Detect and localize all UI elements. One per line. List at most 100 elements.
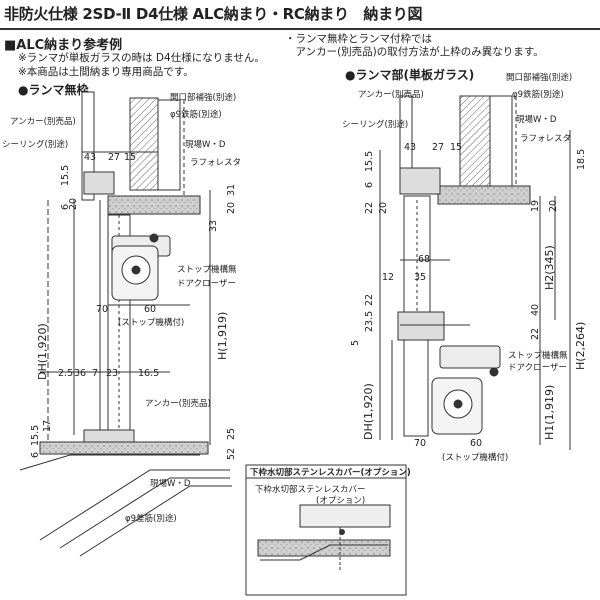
right-dim-23-5: 23.5 bbox=[364, 311, 375, 332]
left-floor-line bbox=[19, 454, 200, 471]
left-label-anchor-bottom: アンカー(別売品) bbox=[145, 398, 211, 409]
left-label-sealing: シーリング(別途) bbox=[2, 139, 68, 150]
right-label-dh: DH(1,920) bbox=[362, 383, 375, 440]
left-head-slab bbox=[107, 195, 201, 215]
section-heading: ■ALC納まり参考例 bbox=[4, 38, 123, 53]
right-label-h1: H1(1,919) bbox=[543, 385, 556, 440]
option-caption-1: 下枠水切部ステンレスカバー bbox=[255, 484, 366, 495]
right-label-rebar: φ9鉄筋(別途) bbox=[512, 89, 564, 100]
left-drawing bbox=[19, 91, 232, 557]
subheading-transom: ●ランマ部(単板ガラス) bbox=[345, 68, 475, 82]
left-head-frame bbox=[83, 171, 115, 195]
left-dim-7: 7 bbox=[92, 368, 98, 379]
left-dim-15-5b: 15.5 bbox=[30, 425, 41, 446]
left-label-diff-rebar: φ9差筋(別途) bbox=[125, 513, 177, 524]
right-dim-19: 19 bbox=[530, 200, 541, 212]
left-dim-6b: 6 bbox=[30, 452, 41, 458]
left-dim-36: 36 bbox=[74, 368, 86, 379]
left-dim-15-5: 15.5 bbox=[60, 165, 71, 186]
title-underline bbox=[0, 28, 600, 30]
left-dim-60: 60 bbox=[144, 304, 156, 315]
right-label-opening-reinforce: 開口部補強(別途) bbox=[506, 72, 572, 83]
right-dim-35: 35 bbox=[414, 272, 426, 283]
note-right-2: アンカー(別売品)の取付方法が上枠のみ異なります。 bbox=[285, 46, 544, 58]
left-dim-17: 17 bbox=[42, 420, 53, 432]
left-label-h: H(1,919) bbox=[216, 312, 229, 360]
left-dim-6: 6 bbox=[60, 204, 71, 210]
left-alc-wall bbox=[129, 97, 159, 191]
left-dim-33: 33 bbox=[208, 220, 219, 232]
option-cover-part bbox=[299, 504, 391, 528]
left-label-stop-closer: ストップ機構無 bbox=[177, 264, 237, 275]
right-dim-22: 22 bbox=[364, 202, 375, 214]
left-label-opening-reinforce: 開口部補強(別途) bbox=[170, 92, 236, 103]
left-label-rebar: φ9鉄筋(別途) bbox=[170, 109, 222, 120]
right-label-sealing: シーリング(別途) bbox=[342, 119, 408, 130]
left-dim-23: 23 bbox=[106, 368, 118, 379]
right-dim-5: 5 bbox=[350, 340, 361, 346]
left-label-door-closer: ドアクローザー bbox=[177, 279, 236, 289]
option-caption-2: (オプション) bbox=[316, 496, 365, 506]
right-door-leaf bbox=[403, 339, 429, 437]
right-head-frame bbox=[399, 167, 441, 195]
left-label-stop-mech: (ストップ機構付) bbox=[118, 317, 184, 328]
right-label-lafore: ラフォレスタ bbox=[520, 134, 571, 144]
note-single-glass: ※ランマが単板ガラスの時は D4仕様になりません。 bbox=[18, 52, 265, 64]
left-label-site-wd: 現場W・D bbox=[185, 139, 226, 150]
option-box bbox=[245, 464, 407, 596]
right-label-stop-closer: ストップ機構無 bbox=[508, 350, 568, 361]
right-dim-22c: 22 bbox=[530, 328, 541, 340]
left-label-lafore: ラフォレスタ bbox=[190, 158, 241, 168]
left-stair-line bbox=[39, 469, 230, 541]
right-dim-6: 6 bbox=[364, 182, 375, 188]
right-dim-43: 43 bbox=[404, 142, 416, 153]
right-label-h: H(2,264) bbox=[574, 322, 587, 370]
right-label-site-wd: 現場W・D bbox=[516, 114, 557, 125]
page-title: 非防火仕様 2SD-Ⅱ D4仕様 ALC納まり・RC納まり 納まり図 bbox=[4, 5, 423, 23]
left-floor-slab bbox=[39, 441, 209, 455]
right-dim-60: 60 bbox=[470, 438, 482, 449]
note-right-1: ・ランマ無枠とランマ付枠では bbox=[285, 33, 432, 45]
left-dim-43: 43 bbox=[84, 152, 96, 163]
option-inset bbox=[245, 464, 407, 596]
left-dim-27: 27 bbox=[108, 152, 120, 163]
left-dim-20: 20 bbox=[68, 198, 79, 210]
right-alc-wall bbox=[459, 95, 491, 187]
right-dim-68: 68 bbox=[418, 254, 430, 265]
right-closer-arm bbox=[439, 345, 501, 369]
option-title: 下枠水切部ステンレスカバー(オプション) bbox=[250, 467, 411, 478]
note-earth-floor: ※本商品は土間納まり専用商品です。 bbox=[18, 66, 194, 78]
right-label-anchor: アンカー(別売品) bbox=[358, 89, 424, 100]
left-dim-20b: 20 bbox=[226, 202, 237, 214]
right-dim-22b: 22 bbox=[364, 294, 375, 306]
subheading-no-transom: ●ランマ無枠 bbox=[18, 83, 89, 97]
right-dim-20: 20 bbox=[378, 202, 389, 214]
right-dim-20b: 20 bbox=[548, 200, 559, 212]
right-dim-15: 15 bbox=[450, 142, 462, 153]
left-label-site-wd-bottom: 現場W・D bbox=[150, 478, 191, 489]
right-dim-40: 40 bbox=[530, 304, 541, 316]
right-head-slab bbox=[437, 185, 531, 205]
left-dim-31: 31 bbox=[226, 184, 237, 196]
left-dim-15: 15 bbox=[124, 152, 136, 163]
left-sill bbox=[83, 429, 135, 443]
right-drawing bbox=[379, 95, 571, 450]
right-dim-27: 27 bbox=[432, 142, 444, 153]
right-dim-15-5: 15.5 bbox=[364, 151, 375, 172]
right-dim-70: 70 bbox=[414, 438, 426, 449]
left-dim-25: 25 bbox=[226, 428, 237, 440]
left-label-dh: DH(1,920) bbox=[36, 323, 49, 380]
left-dim-2-5: 2.5 bbox=[58, 368, 73, 379]
left-dim-16-5: 16.5 bbox=[138, 368, 159, 379]
right-dim-18-5: 18.5 bbox=[576, 149, 587, 170]
right-dim-12: 12 bbox=[382, 272, 394, 283]
right-label-door-closer: ドアクローザー bbox=[508, 363, 567, 373]
left-wall-finish bbox=[157, 99, 181, 191]
right-transom-bar bbox=[397, 311, 445, 341]
left-dim-70: 70 bbox=[96, 304, 108, 315]
left-dim-52: 52 bbox=[226, 448, 237, 460]
left-label-anchor-top: アンカー(別売品) bbox=[10, 116, 76, 127]
right-label-stop-mech: (ストップ機構付) bbox=[442, 452, 508, 463]
right-label-h2: H2(345) bbox=[543, 245, 556, 290]
